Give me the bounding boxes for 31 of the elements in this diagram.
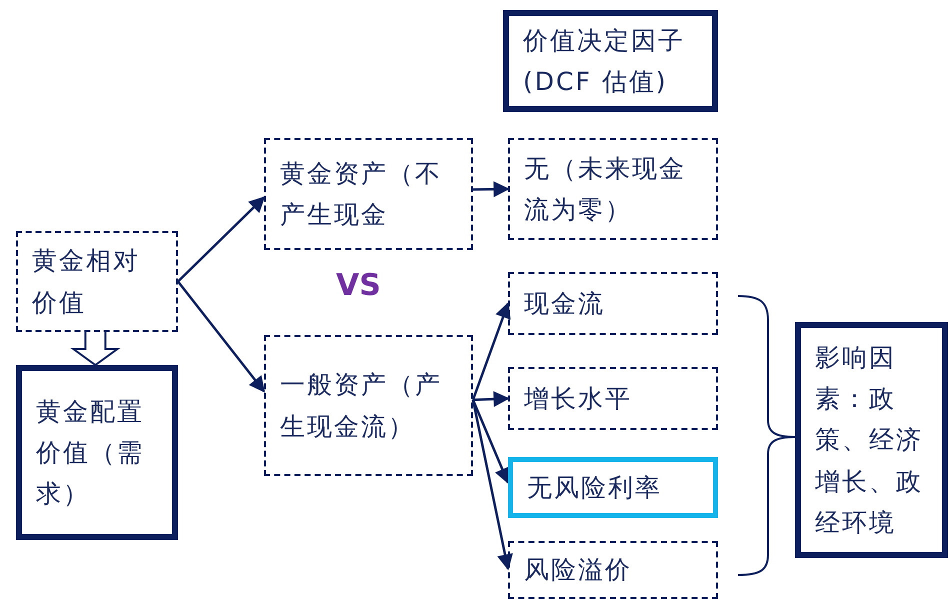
framed-box — [795, 322, 948, 558]
arrow — [472, 391, 510, 408]
arrow — [472, 400, 513, 570]
box-label: 无风险利率 — [527, 472, 662, 504]
box-label: 价值决定因子(DCF 估值) — [523, 24, 686, 98]
framed-box — [16, 365, 178, 540]
arrow — [177, 280, 265, 393]
arrow — [472, 399, 510, 484]
box-label: 现金流 — [524, 288, 605, 320]
box-label: 增长水平 — [524, 382, 632, 415]
dashed-box — [264, 138, 473, 250]
box-label: 无（未来现金流为零） — [524, 152, 687, 226]
box-label: 黄金相对价值 — [32, 245, 141, 318]
box-label: 一般资产（产生现金流） — [280, 369, 443, 442]
dashed-box — [264, 335, 473, 476]
dashed-box — [508, 541, 718, 599]
box-label: 黄金资产（不产生现金 — [280, 158, 443, 231]
dashed-box — [16, 231, 178, 332]
box-label: 风险溢价 — [524, 554, 632, 586]
box-label: 黄金配置价值（需求） — [36, 396, 145, 510]
arrow — [472, 302, 511, 400]
dashed-box — [508, 272, 718, 335]
block-arrow — [70, 331, 120, 366]
dashed-box — [508, 367, 718, 430]
box-label: 影响因素：政策、经济增长、政经环境 — [815, 342, 924, 539]
arrow — [472, 181, 510, 198]
highlighted-box — [508, 457, 718, 518]
framed-box — [503, 10, 718, 112]
arrow — [177, 196, 266, 282]
vs-label: VS — [336, 268, 381, 303]
dashed-box — [508, 138, 718, 240]
